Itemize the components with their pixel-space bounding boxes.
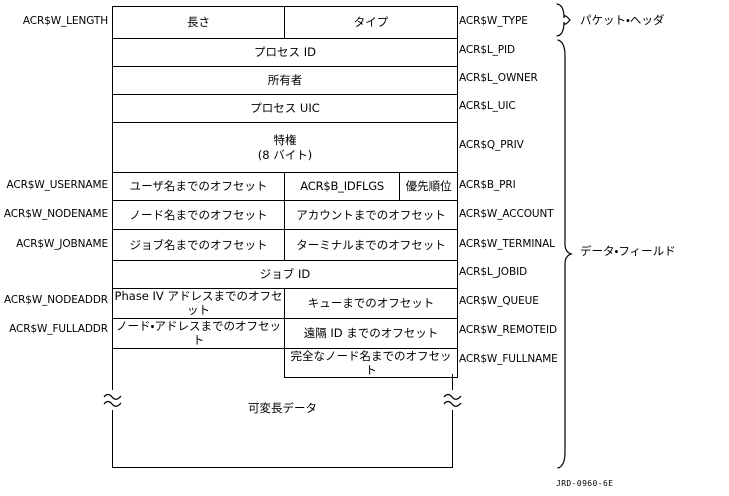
left-label-acr-w-username: ACR$W_USERNAME — [6, 179, 108, 191]
cell-username-offset: ユーザ名までのオフセット — [112, 172, 285, 201]
table-row: プロセス UIC — [112, 94, 458, 123]
right-label-acr-l-uic: ACR$L_UIC — [459, 100, 516, 112]
cell-nodename-offset: ノード名までのオフセット — [112, 200, 285, 230]
table-row: 特権 (8 バイト) — [112, 122, 458, 173]
cell-empty — [112, 348, 285, 378]
figure-caption: JRD-0960-6E — [556, 479, 614, 488]
right-label-acr-w-terminal: ACR$W_TERMINAL — [459, 238, 555, 250]
cell-queue-offset: キューまでのオフセット — [284, 288, 458, 319]
packet-header-brace-icon — [553, 2, 575, 42]
table-row: ジョブ ID — [112, 260, 458, 289]
left-label-acr-w-nodeaddr: ACR$W_NODEADDR — [3, 294, 108, 306]
left-label-acr-w-length: ACR$W_LENGTH — [22, 15, 108, 27]
cell-node-address-offset: ノード・アドレスまでのオフセット — [112, 317, 285, 349]
cell-idflgs: ACR$B_IDFLGS — [283, 172, 401, 201]
left-label-acr-w-jobname: ACR$W_JOBNAME — [16, 238, 108, 250]
table-row: 完全なノード名までのオフセット — [112, 347, 458, 379]
packet-structure-table: 長さ タイプ プロセス ID 所有者 プロセス UIC 特権 (8 バイト) — [112, 6, 458, 379]
data-field-brace-icon — [553, 38, 575, 474]
cell-job-id: ジョブ ID — [112, 260, 458, 289]
cell-privileges: 特権 (8 バイト) — [112, 122, 458, 173]
table-row: ノード・アドレスまでのオフセット 遠隔 ID までのオフセット — [112, 317, 458, 349]
table-row: ジョブ名までのオフセット ターミナルまでのオフセット — [112, 229, 458, 261]
break-mark-left-icon — [102, 390, 124, 410]
cell-owner: 所有者 — [112, 66, 458, 95]
right-label-acr-q-priv: ACR$Q_PRIV — [459, 139, 524, 151]
cell-jobname-offset: ジョブ名までのオフセット — [112, 229, 285, 261]
variable-length-data-label: 可変長データ — [248, 401, 317, 415]
table-row: 所有者 — [112, 66, 458, 95]
right-label-acr-w-queue: ACR$W_QUEUE — [459, 295, 539, 307]
cell-priority: 優先順位 — [399, 172, 458, 201]
cell-terminal-offset: ターミナルまでのオフセット — [284, 229, 458, 261]
group-label-packet-header: パケット・ヘッダ — [580, 13, 665, 27]
cell-type: タイプ — [284, 6, 458, 39]
right-label-acr-w-fullname: ACR$W_FULLNAME — [459, 353, 558, 365]
break-mark-right-icon — [442, 390, 464, 410]
group-label-data-field: データ・フィールド — [580, 244, 676, 258]
table-row: ノード名までのオフセット アカウントまでのオフセット — [112, 200, 458, 230]
variable-length-data-box: 可変長データ — [112, 374, 453, 468]
left-label-acr-w-fulladdr: ACR$W_FULLADDR — [9, 323, 108, 335]
table-row: ユーザ名までのオフセット ACR$B_IDFLGS 優先順位 — [112, 172, 458, 201]
right-label-acr-w-type: ACR$W_TYPE — [459, 15, 528, 27]
right-label-acr-l-pid: ACR$L_PID — [459, 44, 516, 56]
cell-length: 長さ — [112, 6, 285, 39]
table-row: Phase IV アドレスまでのオフセット キューまでのオフセット — [112, 288, 458, 319]
right-label-acr-l-jobid: ACR$L_JOBID — [459, 266, 528, 278]
cell-privileges-line1: 特権 — [273, 133, 297, 148]
table-row: 長さ タイプ — [112, 6, 458, 39]
cell-phaseiv-address-offset: Phase IV アドレスまでのオフセット — [112, 288, 285, 319]
cell-fullname-offset: 完全なノード名までのオフセット — [284, 347, 458, 379]
right-label-acr-b-pri: ACR$B_PRI — [459, 179, 516, 191]
cell-process-uic: プロセス UIC — [112, 94, 458, 123]
cell-privileges-line2: (8 バイト) — [257, 147, 313, 162]
right-label-acr-w-account: ACR$W_ACCOUNT — [459, 208, 554, 220]
table-row: プロセス ID — [112, 38, 458, 67]
left-label-acr-w-nodename: ACR$W_NODENAME — [3, 208, 108, 220]
cell-account-offset: アカウントまでのオフセット — [284, 200, 458, 230]
right-label-acr-l-owner: ACR$L_OWNER — [459, 72, 538, 84]
right-label-acr-w-remoteid: ACR$W_REMOTEID — [459, 324, 558, 336]
cell-remoteid-offset: 遠隔 ID までのオフセット — [284, 317, 458, 349]
cell-process-id: プロセス ID — [112, 38, 458, 67]
